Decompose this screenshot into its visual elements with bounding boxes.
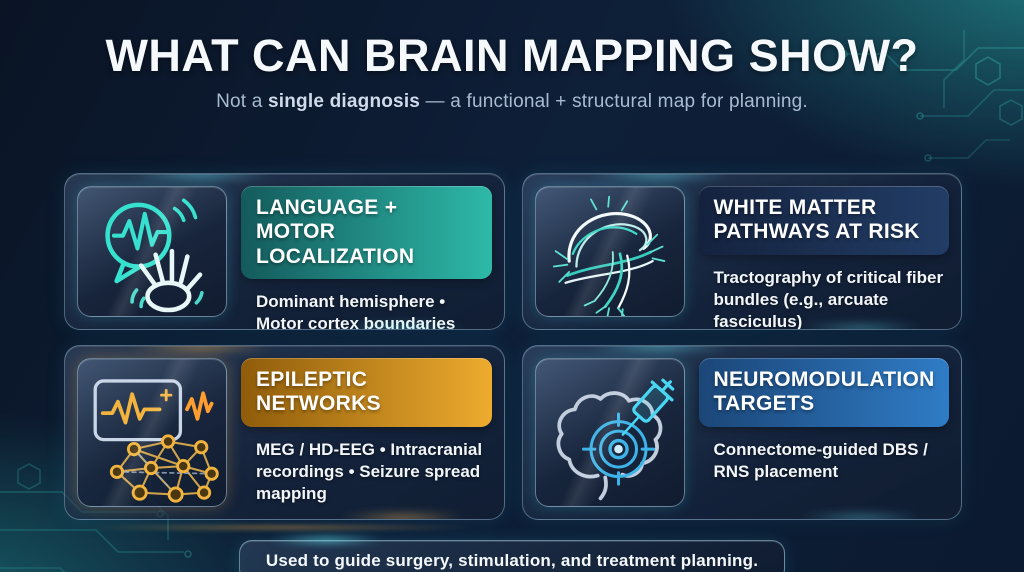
subtitle-emphasis: single diagnosis — [268, 91, 421, 112]
icon-tile — [534, 358, 685, 507]
header: WHAT CAN BRAIN MAPPING SHOW? Not a singl… — [0, 30, 1024, 113]
card-content: EPILEPTIC NETWORKS MEG / HD-EEG • Intrac… — [241, 358, 492, 507]
card-body-language-motor: Dominant hemisphere • Motor cortex bound… — [256, 292, 456, 330]
card-content: WHITE MATTER PATHWAYS AT RISK Tractograp… — [698, 186, 949, 329]
card-title-language-motor: LANGUAGE + MOTOR LOCALIZATION — [241, 186, 492, 280]
cyan-edge-glow — [126, 174, 277, 179]
card-language-motor: LANGUAGE + MOTOR LOCALIZATION Dominant h… — [64, 173, 505, 330]
card-grid: LANGUAGE + MOTOR LOCALIZATION Dominant h… — [64, 173, 962, 520]
cyan-edge-glow — [583, 346, 734, 351]
card-neuromodulation: NEUROMODULATION TARGETS Connectome-guide… — [521, 345, 962, 520]
icon-tile — [77, 358, 227, 507]
tractography-fibers-icon — [552, 195, 665, 316]
page-title: WHAT CAN BRAIN MAPPING SHOW? — [105, 30, 919, 81]
card-title-epileptic-networks: EPILEPTIC NETWORKS — [241, 358, 492, 427]
card-title-white-matter: WHITE MATTER PATHWAYS AT RISK — [698, 186, 949, 255]
card-title-neuromodulation: NEUROMODULATION TARGETS — [698, 358, 949, 427]
orange-edge-glow — [126, 346, 277, 351]
page-subtitle: Not a single diagnosis — a functional + … — [216, 91, 808, 112]
cyan-edge-glow — [795, 514, 926, 519]
card-white-matter: WHITE MATTER PATHWAYS AT RISK Tractograp… — [521, 173, 962, 330]
speech-bubble-waveform-hand-icon — [105, 198, 204, 312]
card-content: LANGUAGE + MOTOR LOCALIZATION Dominant h… — [241, 186, 492, 329]
card-epileptic-networks: EPILEPTIC NETWORKS MEG / HD-EEG • Intrac… — [64, 345, 505, 520]
orange-edge-glow — [338, 514, 469, 519]
footer: Used to guide surgery, stimulation, and … — [0, 540, 1024, 572]
brain-target-probe-icon — [556, 378, 674, 500]
eeg-network-graph-icon — [93, 378, 219, 503]
card-body-neuromodulation: Connectome-guided DBS / RNS placement — [713, 439, 928, 481]
card-content: NEUROMODULATION TARGETS Connectome-guide… — [698, 358, 949, 507]
footer-note: Used to guide surgery, stimulation, and … — [238, 540, 786, 572]
icon-tile — [77, 186, 227, 317]
orange-glow-streak — [76, 524, 486, 531]
icon-tile — [534, 186, 685, 317]
card-body-white-matter: Tractography of critical fiber bundles (… — [713, 267, 944, 330]
card-body-epileptic-networks: MEG / HD-EEG • Intracranial recordings •… — [256, 439, 483, 503]
cyan-edge-glow — [583, 174, 734, 179]
